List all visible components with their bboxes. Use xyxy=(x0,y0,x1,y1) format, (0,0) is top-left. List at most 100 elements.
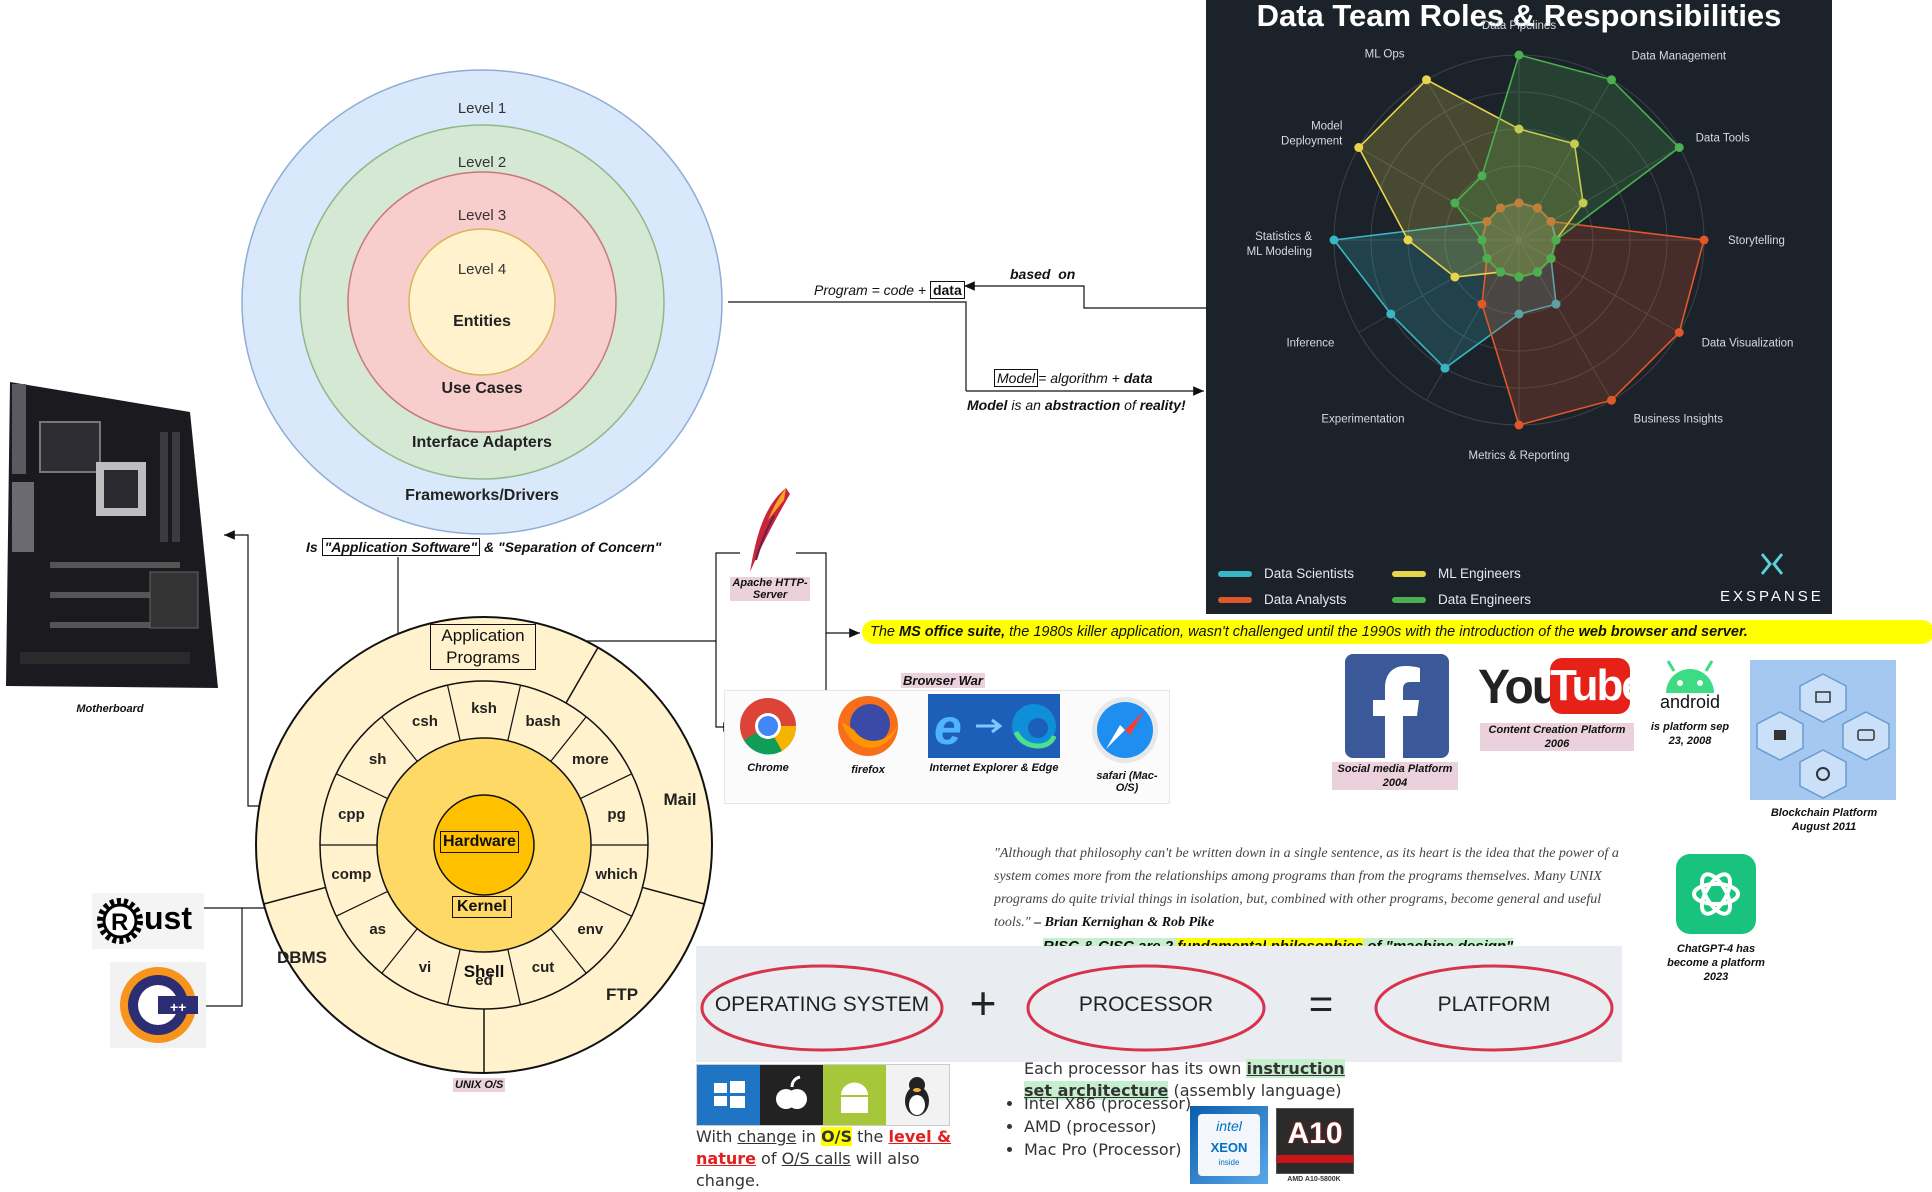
chatgpt-icon xyxy=(1676,854,1756,934)
model-abstraction-reality: reality! xyxy=(1139,397,1186,413)
radar-axis-label: Data Tools xyxy=(1696,133,1750,145)
youtube-tube: Tube xyxy=(1550,658,1646,714)
legend-label: Data Engineers xyxy=(1438,592,1532,607)
frameworks-drivers-label: Frameworks/Drivers xyxy=(405,487,559,504)
radar-spoke xyxy=(1518,239,1612,401)
unix-shell-divider xyxy=(580,773,633,800)
unix-command-vi: vi xyxy=(418,958,432,976)
legend-label: ML Engineers xyxy=(1438,566,1521,581)
legend-item: Data Engineers xyxy=(1392,592,1531,607)
unix-shell-divider xyxy=(381,716,418,762)
unix-shell-divider xyxy=(446,684,461,741)
level-1-label: Level 1 xyxy=(457,100,507,117)
unix-outer-divider xyxy=(263,886,326,905)
model-abstraction-is: is an xyxy=(1007,397,1045,413)
radar-point xyxy=(1477,299,1487,309)
radar-point xyxy=(1546,254,1556,263)
radar-spoke xyxy=(1426,239,1520,401)
line-to-ms-office xyxy=(715,552,740,641)
unix-command-cpp: cpp xyxy=(338,805,365,823)
blockchain-icon xyxy=(1750,660,1896,800)
exspanse-brand: EXSPANSE xyxy=(1720,588,1824,605)
level-3-label: Level 3 xyxy=(457,207,507,224)
entities-label: Entities xyxy=(453,313,511,330)
quote-author: – Brian Kernighan & Rob Pike xyxy=(1030,915,1215,930)
program-equation: Program = code + data xyxy=(814,281,965,299)
legend-swatch xyxy=(1392,596,1426,603)
rust-logo: R ust xyxy=(92,893,204,949)
android-caption: is platform sep 23, 2008 xyxy=(1650,721,1730,747)
radar-point xyxy=(1440,363,1450,373)
legend-swatch xyxy=(1218,570,1252,577)
radar-panel: Data Team Roles & Responsibilities Data … xyxy=(1206,0,1832,614)
radar-point xyxy=(1674,143,1684,152)
radar-point xyxy=(1578,198,1588,208)
level-4-label: Level 4 xyxy=(457,261,507,278)
radar-point xyxy=(1514,420,1524,430)
unix-outer-mail: Mail xyxy=(663,790,697,809)
line-circle-to-program xyxy=(728,301,967,391)
radar-point xyxy=(1607,75,1616,85)
processor-text-p1: Each processor has its own xyxy=(1024,1059,1247,1078)
application-programs-box: Application Programs xyxy=(430,624,536,670)
radar-point xyxy=(1514,50,1524,60)
legend-item: Data Analysts xyxy=(1218,592,1347,607)
amd-a10-text: A10 xyxy=(1287,1117,1343,1150)
intel-logo-text: intel xyxy=(1216,1118,1242,1134)
radar-axis-label: Data Pipelines xyxy=(1482,20,1556,32)
radar-spoke xyxy=(1358,147,1520,241)
unix-shell-divider xyxy=(381,928,418,974)
youtube-you: You xyxy=(1478,661,1561,714)
app-software-box: "Application Software" xyxy=(321,538,481,556)
radar-axis-label: Experimentation xyxy=(1321,414,1404,426)
radar-axis-label: ML Ops xyxy=(1365,48,1405,60)
radar-point xyxy=(1514,198,1524,208)
platform-ellipse xyxy=(1374,964,1614,1052)
program-equation-text: Program = code + xyxy=(814,282,930,298)
rust-label: ust xyxy=(144,900,192,936)
radar-point xyxy=(1482,254,1492,263)
unix-shell-divider xyxy=(446,949,461,1006)
radar-point xyxy=(1354,143,1364,152)
android-os-icon xyxy=(823,1065,886,1125)
safari-label: safari (Mac-O/S) xyxy=(1096,770,1158,794)
os-change-p6: level & xyxy=(888,1127,952,1146)
radar-axis-label: Business Insights xyxy=(1634,414,1724,426)
linux-icon xyxy=(886,1065,949,1125)
unix-command-more: more xyxy=(571,751,609,769)
browser-war-title: Browser War xyxy=(901,673,985,688)
unix-caption: UNIX O/S xyxy=(453,1078,506,1092)
model-equation-rest: = algorithm + xyxy=(1038,370,1124,386)
apache-feather-icon xyxy=(750,488,790,572)
legend-item: ML Engineers xyxy=(1392,566,1521,581)
processor-item-intel: Intel X86 (processor) xyxy=(1024,1092,1191,1115)
processor-label: PROCESSOR xyxy=(1078,993,1214,1016)
os-change-p10: will also change. xyxy=(696,1149,920,1190)
radar-spoke xyxy=(1518,79,1612,241)
kernighan-quote: "Although that philosophy can't be writt… xyxy=(994,842,1626,934)
line-cpp-to-kernel xyxy=(204,908,243,1007)
radar-point xyxy=(1450,198,1460,208)
radar-axis-label: Model xyxy=(1311,121,1342,133)
os-change-p1: With xyxy=(696,1127,738,1146)
radar-spoke xyxy=(1426,79,1520,241)
unix-shell-divider xyxy=(580,890,633,917)
legend-label: Data Analysts xyxy=(1264,592,1347,607)
processor-ellipse xyxy=(1026,964,1266,1052)
radar-point xyxy=(1551,235,1561,245)
radar-title: Data Team Roles & Responsibilities xyxy=(1256,0,1782,33)
line-apache-to-msoffice xyxy=(796,552,860,638)
ms-office-p2: MS office suite, xyxy=(899,624,1006,640)
firefox-icon xyxy=(838,696,898,756)
unix-command-sh: sh xyxy=(368,751,387,769)
radar-point xyxy=(1477,171,1487,181)
ie-edge-icon: e xyxy=(928,694,1060,758)
youtube-logo: You Tube xyxy=(1478,658,1646,718)
radar-spoke xyxy=(1358,239,1520,333)
os-change-p5: the xyxy=(852,1127,889,1146)
firefox-label: firefox xyxy=(851,764,885,776)
use-cases-label: Use Cases xyxy=(441,380,523,397)
radar-point xyxy=(1422,75,1431,85)
shell-label: Shell xyxy=(463,962,505,981)
